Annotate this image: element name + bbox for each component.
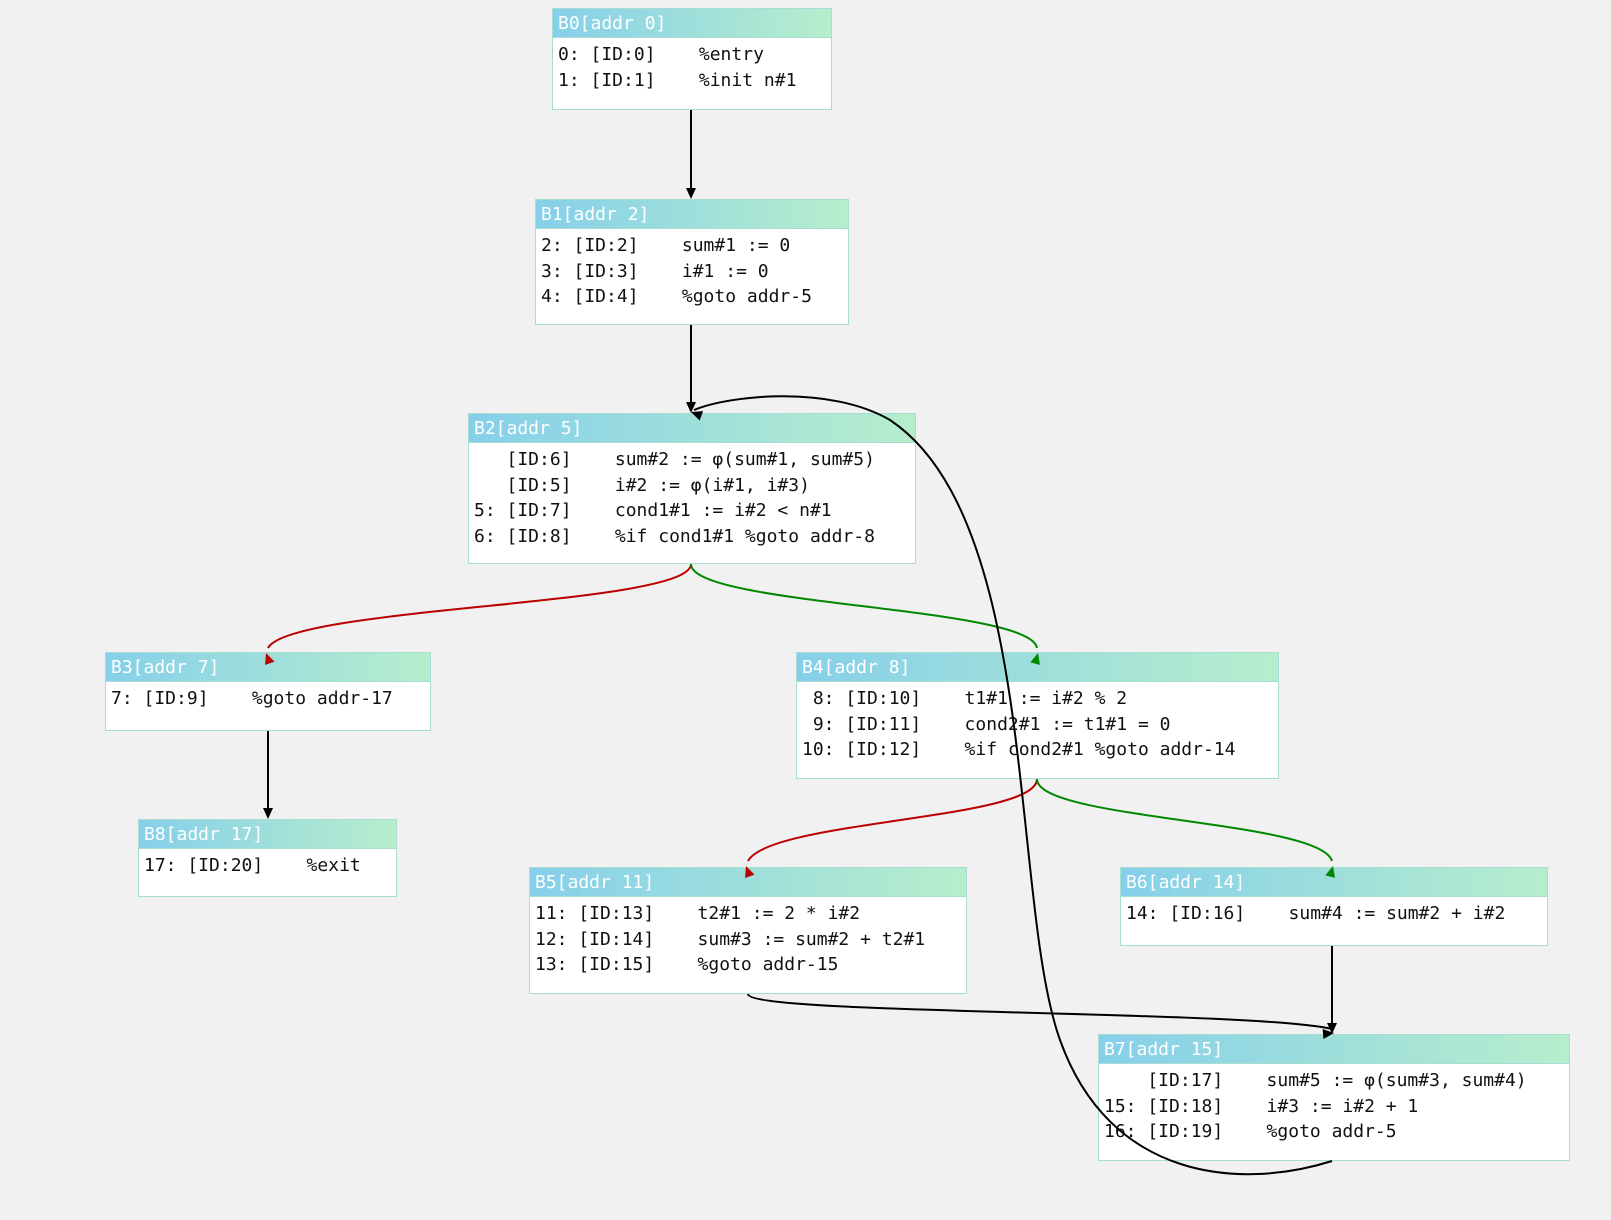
block-b2-line: [ID:5] i#2 := φ(i#1, i#3) [474, 474, 810, 496]
block-b0-line: 0: [ID:0] %entry [558, 44, 764, 65]
edge-arrowhead-icon [263, 808, 273, 819]
block-b5-line: 13: [ID:15] %goto addr-15 [535, 954, 839, 975]
edge-b5-b7 [747, 993, 1333, 1030]
block-b4-line: 10: [ID:12] %if cond2#1 %goto addr-14 [802, 739, 1236, 760]
block-b7-title: B7[addr 15] [1099, 1035, 1569, 1064]
edge-b2-b4 [690, 563, 1038, 649]
edge-b2-b3 [267, 563, 692, 649]
block-b2-title: B2[addr 5] [469, 414, 915, 443]
block-b0-title: B0[addr 0] [553, 9, 831, 38]
block-b5-line: 11: [ID:13] t2#1 := 2 * i#2 [535, 903, 861, 924]
block-b7-line: [ID:17] sum#5 := φ(sum#3, sum#4) [1104, 1070, 1527, 1091]
block-b3-line: 7: [ID:9] %goto addr-17 [111, 688, 393, 709]
edge-arrowhead-icon [686, 188, 696, 199]
block-b4[interactable]: B4[addr 8] 8: [ID:10] t1#1 := i#2 % 2 9:… [796, 652, 1279, 779]
block-b1-line: 3: [ID:3] i#1 := 0 [541, 260, 769, 282]
block-b1[interactable]: B1[addr 2] 2: [ID:2] sum#1 := 0 3: [ID:3… [535, 199, 849, 325]
block-b8[interactable]: B8[addr 17] 17: [ID:20] %exit [138, 819, 397, 897]
block-b1-line: 4: [ID:4] %goto addr-5 [541, 286, 812, 307]
block-b6[interactable]: B6[addr 14] 14: [ID:16] sum#4 := sum#2 +… [1120, 867, 1548, 946]
edge-arrowhead-icon [1327, 1023, 1337, 1034]
block-b0-line: 1: [ID:1] %init n#1 [558, 69, 797, 91]
edge-arrowhead-icon [686, 402, 696, 413]
block-b2-line: [ID:6] sum#2 := φ(sum#1, sum#5) [474, 449, 875, 470]
block-b6-line: 14: [ID:16] sum#4 := sum#2 + i#2 [1126, 903, 1506, 924]
edge-b4-b6 [1036, 778, 1333, 862]
block-b8-line: 17: [ID:20] %exit [144, 855, 361, 876]
block-b5-title: B5[addr 11] [530, 868, 966, 897]
block-b2-line: 5: [ID:7] cond1#1 := i#2 < n#1 [474, 500, 832, 521]
block-b3-title: B3[addr 7] [106, 653, 430, 682]
block-b7-line: 16: [ID:19] %goto addr-5 [1104, 1121, 1397, 1142]
block-b4-title: B4[addr 8] [797, 653, 1278, 682]
block-b1-line: 2: [ID:2] sum#1 := 0 [541, 235, 791, 256]
block-b5[interactable]: B5[addr 11] 11: [ID:13] t2#1 := 2 * i#2 … [529, 867, 967, 994]
block-b8-title: B8[addr 17] [139, 820, 396, 849]
block-b2-line: 6: [ID:8] %if cond1#1 %goto addr-8 [474, 525, 875, 547]
block-b4-line: 8: [ID:10] t1#1 := i#2 % 2 [802, 688, 1128, 709]
block-b4-line: 9: [ID:11] cond2#1 := t1#1 = 0 [802, 713, 1171, 735]
edge-b4-b5 [747, 778, 1038, 862]
block-b2[interactable]: B2[addr 5] [ID:6] sum#2 := φ(sum#1, sum#… [468, 413, 916, 564]
block-b7-line: 15: [ID:18] i#3 := i#2 + 1 [1104, 1095, 1419, 1117]
block-b1-title: B1[addr 2] [536, 200, 848, 229]
block-b0[interactable]: B0[addr 0] 0: [ID:0] %entry 1: [ID:1] %i… [552, 8, 832, 110]
block-b6-title: B6[addr 14] [1121, 868, 1547, 897]
block-b5-line: 12: [ID:14] sum#3 := sum#2 + t2#1 [535, 928, 926, 950]
block-b7[interactable]: B7[addr 15] [ID:17] sum#5 := φ(sum#3, su… [1098, 1034, 1570, 1161]
block-b3[interactable]: B3[addr 7] 7: [ID:9] %goto addr-17 [105, 652, 431, 731]
